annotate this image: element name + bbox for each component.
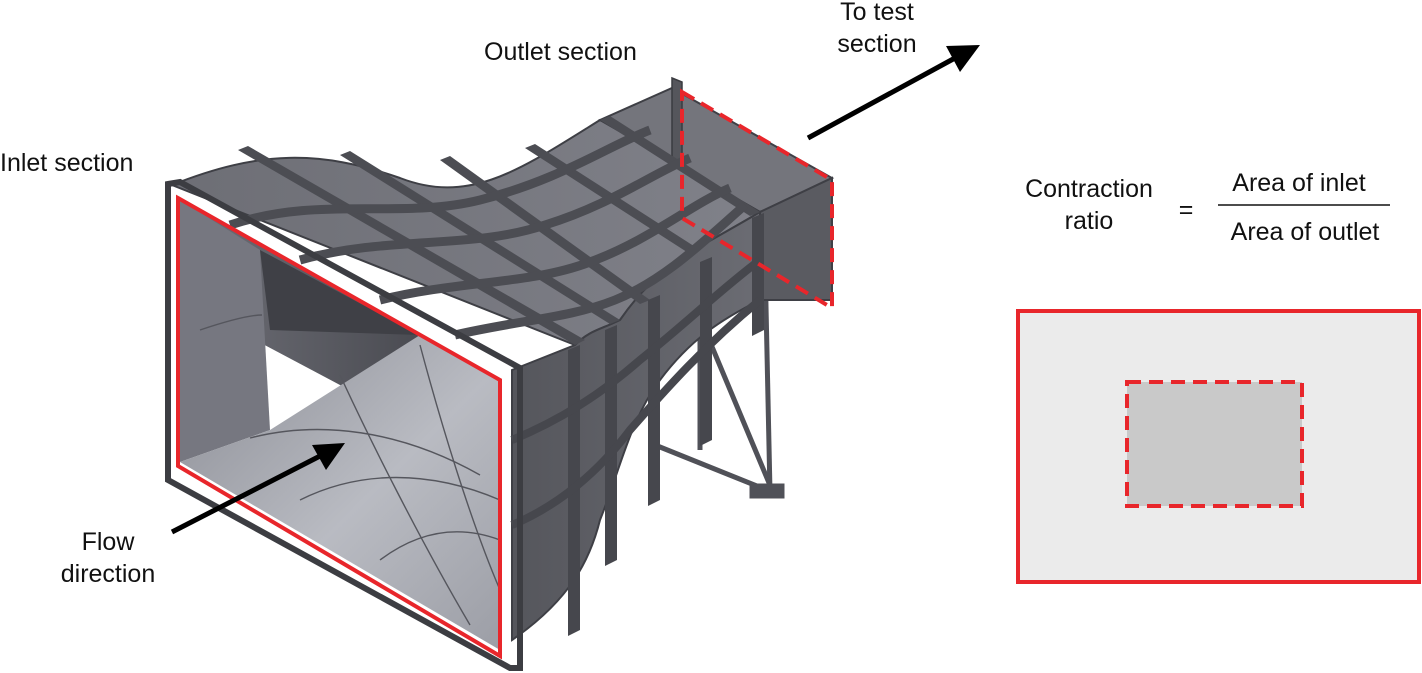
contraction-ratio-formula: Contraction ratio = Area of inlet Area o… [1025, 169, 1390, 246]
formula-lhs-line2: ratio [1065, 207, 1114, 235]
contraction-duct [165, 76, 835, 671]
inlet-section-outline [176, 194, 502, 660]
formula-equals: = [1179, 196, 1194, 224]
flow-label-line1: Flow [82, 528, 136, 556]
inlet-inner-left-wall [180, 200, 270, 462]
to-test-section-arrow [806, 45, 980, 141]
flow-direction-arrow [170, 443, 345, 535]
flow-label-line2: direction [61, 560, 156, 588]
formula-lhs-line1: Contraction [1025, 175, 1153, 203]
inlet-section-label: Inlet section [0, 149, 133, 177]
area-comparison-schematic [1016, 309, 1421, 584]
formula-denominator: Area of outlet [1231, 218, 1380, 246]
inlet-floor-seams [199, 314, 501, 626]
top-longitudinal-bands [228, 125, 748, 340]
outlet-section-outline [680, 88, 834, 312]
outlet-section-label: Outlet section [484, 38, 637, 66]
to-test-label-line1: To test [840, 0, 914, 26]
to-test-label-line2: section [837, 30, 916, 58]
side-horizontal-bands [510, 256, 763, 529]
inlet-floor [180, 335, 500, 650]
inlet-flange [165, 178, 523, 671]
formula-numerator: Area of inlet [1232, 169, 1365, 197]
outlet-area-rectangle [1125, 380, 1304, 508]
